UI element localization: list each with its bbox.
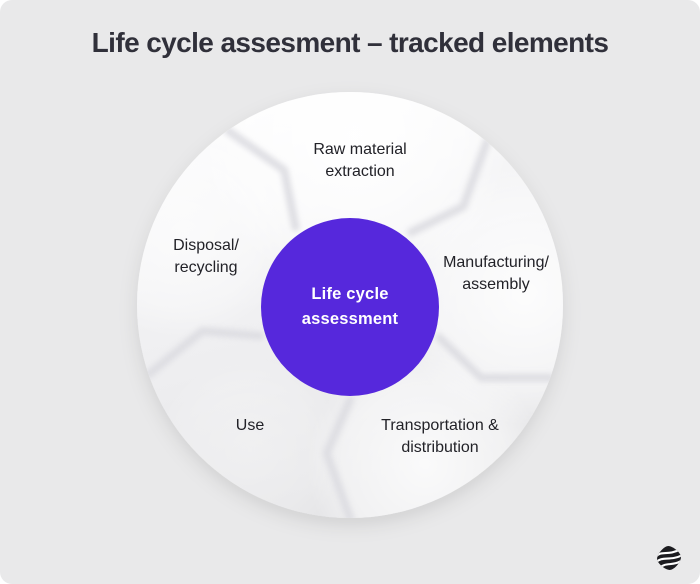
stage-label-use: Use — [235, 417, 265, 434]
segment-divider — [435, 333, 555, 382]
stage-label-disposal-recycling: Disposal/ recycling — [173, 237, 239, 276]
stage-label-raw-material-extraction: Raw material extraction — [313, 141, 407, 180]
segment-divider — [144, 327, 265, 379]
brand-logo — [655, 546, 683, 570]
segment-divider — [407, 137, 491, 237]
page-title: Life cycle assesment – tracked elements — [91, 27, 609, 58]
center-circle-label: Life cycle assessment — [301, 285, 399, 328]
stage-label-manufacturing-assembly: Manufacturing/ assembly — [443, 254, 549, 293]
segment-divider — [322, 396, 354, 518]
segment-divider — [223, 126, 300, 232]
striped-sphere-icon — [655, 546, 683, 570]
center-circle — [261, 218, 439, 396]
stage-label-transportation-distribution: Transportation & distribution — [381, 417, 499, 456]
